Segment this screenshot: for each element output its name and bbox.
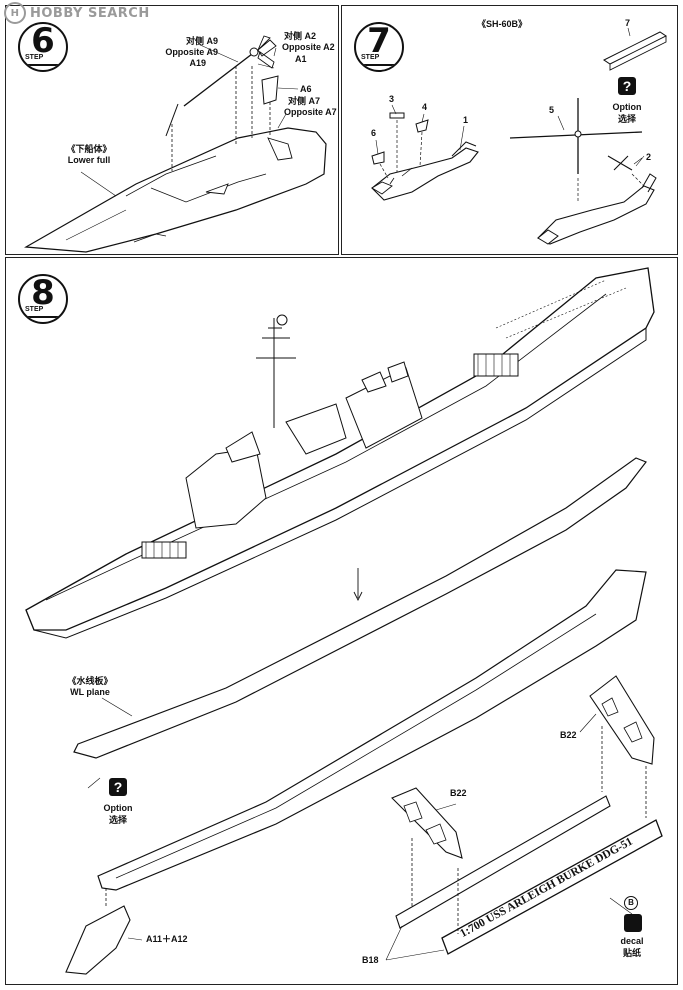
display-base-rail bbox=[395, 795, 611, 929]
label-a1: A1 bbox=[295, 54, 307, 64]
part-label-1: 1 bbox=[463, 115, 469, 125]
part-label-7: 7 bbox=[625, 18, 631, 28]
lower-hull bbox=[97, 569, 647, 891]
label-wl-plane-cn: 《水线板》 bbox=[67, 676, 113, 686]
step8-badge: 8 STEP bbox=[18, 274, 68, 324]
part-label-2: 2 bbox=[646, 152, 652, 162]
step7-badge: 7 STEP bbox=[354, 22, 404, 72]
step-divider bbox=[23, 64, 63, 66]
helicopter-title: 《SH-60B》 bbox=[476, 19, 527, 29]
nameplate-board bbox=[441, 819, 663, 955]
label-opposite-a2: Opposite A2 bbox=[282, 42, 335, 52]
option-label-en: Option bbox=[103, 803, 133, 813]
watermark-text: HOBBY SEARCH bbox=[30, 5, 150, 21]
label-b18: B18 bbox=[362, 955, 379, 965]
step-number: 8 bbox=[31, 274, 55, 313]
label-wl-plane-en: WL plane bbox=[70, 687, 110, 697]
watermark-logo-icon: H bbox=[4, 2, 26, 24]
step-divider bbox=[23, 316, 63, 318]
step7-drawing bbox=[371, 27, 667, 245]
lower-hull-shape bbox=[24, 127, 327, 253]
label-lower-hull-en: Lower full bbox=[67, 155, 111, 165]
part-label-4: 4 bbox=[422, 102, 428, 112]
helicopter-fuselage-right bbox=[537, 185, 655, 245]
step-word: STEP bbox=[360, 54, 381, 61]
step-number: 6 bbox=[31, 22, 55, 61]
helicopter-fuselage-left bbox=[371, 147, 479, 201]
step-word: STEP bbox=[24, 306, 45, 313]
step6-badge: 6 STEP bbox=[18, 22, 68, 72]
label-b22-left: B22 bbox=[450, 788, 467, 798]
ship-hull bbox=[25, 267, 655, 631]
option-label-en: Option bbox=[612, 102, 642, 112]
part-label-5: 5 bbox=[549, 105, 555, 115]
label-opposite-a9: Opposite A9 bbox=[165, 47, 218, 57]
label-a9-cn: 对侧 A9 bbox=[185, 36, 218, 46]
step6-drawing bbox=[24, 35, 327, 253]
step-word: STEP bbox=[24, 54, 45, 61]
step8-panel: 8 STEP 《水线板》 WL plane ? Option 选择 B22 B2… bbox=[5, 257, 678, 985]
label-lower-hull-cn: 《下船体》 bbox=[66, 144, 112, 154]
label-b22-right: B22 bbox=[560, 730, 577, 740]
hobby-search-watermark: H HOBBY SEARCH bbox=[4, 2, 150, 24]
part-label-6: 6 bbox=[371, 128, 377, 138]
decal-label-cn: 贴纸 bbox=[622, 948, 641, 958]
label-a19: A19 bbox=[189, 58, 206, 68]
option-icon: ? bbox=[618, 77, 636, 95]
part-label-3: 3 bbox=[389, 94, 395, 104]
label-a11-a12: A11＋A12 bbox=[146, 934, 188, 944]
step-divider bbox=[359, 64, 399, 66]
option-label-cn: 选择 bbox=[108, 815, 127, 825]
label-a6: A6 bbox=[300, 84, 312, 94]
decal-label-en: decal bbox=[620, 936, 644, 946]
waterline-plate bbox=[73, 457, 647, 759]
label-opposite-a7: Opposite A7 bbox=[284, 107, 337, 117]
label-a7-cn: 对侧 A7 bbox=[288, 96, 321, 106]
step7-panel: 7 STEP 《SH-60B》 1 2 3 4 5 6 7 ? Option 选… bbox=[341, 5, 678, 255]
decal-icon bbox=[624, 914, 642, 932]
decal-marker-b: B bbox=[624, 896, 638, 910]
step6-panel: 6 STEP 对侧 A9 Opposite A9 A19 对侧 A2 Oppos… bbox=[5, 5, 339, 255]
label-a2-cn: 对侧 A2 bbox=[284, 31, 317, 41]
option-label-cn: 选择 bbox=[617, 114, 636, 124]
step8-drawing bbox=[25, 267, 663, 975]
step-number: 7 bbox=[367, 22, 391, 61]
option-icon: ? bbox=[109, 778, 127, 796]
